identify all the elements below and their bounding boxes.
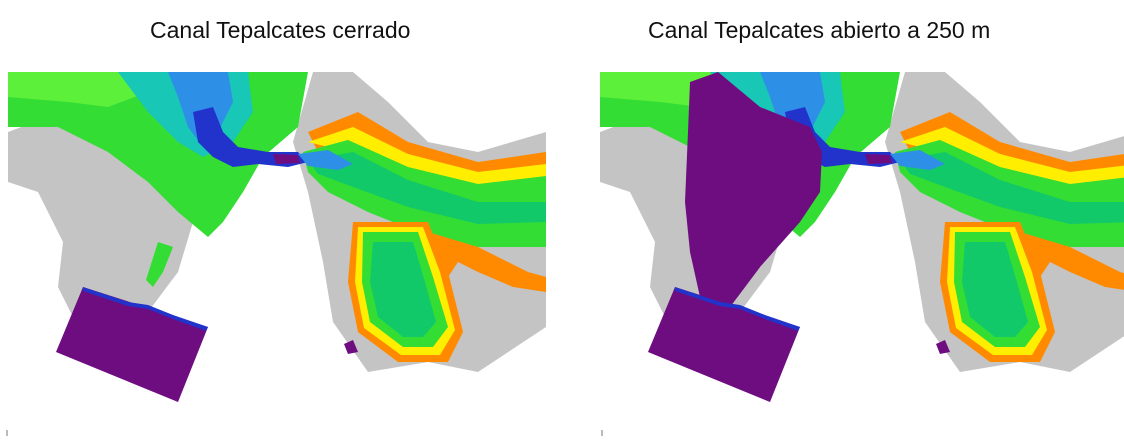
water-canal-basin-rim (675, 287, 800, 331)
water-east-orange-edge (308, 112, 546, 182)
water-orange-branch (428, 232, 546, 292)
water-east-yellow (900, 127, 1124, 192)
water-small-deep-spot (936, 340, 950, 354)
water-small-deep-spot (344, 340, 358, 354)
map-panel-canal-open (600, 72, 1124, 412)
water-east-blue (298, 150, 353, 170)
map-right-svg (600, 72, 1124, 402)
water-south-lagoon-teal (962, 242, 1028, 337)
map-left-svg (8, 72, 546, 402)
panel-title-left: Canal Tepalcates cerrado (150, 17, 411, 43)
water-south-lagoon-teal (370, 242, 436, 337)
water-east-yellow (308, 127, 546, 192)
water-deep-pocket (273, 154, 300, 164)
water-canal-open-deep (685, 72, 822, 327)
water-orange-branch (1020, 232, 1124, 290)
tick-mark-left (6, 430, 8, 436)
tick-mark-right (601, 430, 603, 436)
water-east-teal (900, 152, 1124, 224)
water-band-bright-green (8, 72, 148, 107)
map-panel-canal-closed (8, 72, 546, 412)
water-deep-pocket (865, 154, 892, 164)
water-canal-basin-rim (83, 287, 208, 331)
water-east-blue (890, 150, 945, 170)
water-east-teal (308, 152, 546, 224)
water-canal-strip (146, 242, 173, 287)
water-channel-blue (193, 107, 308, 167)
water-east-orange-edge (900, 112, 1124, 182)
panel-title-right: Canal Tepalcates abierto a 250 m (648, 17, 991, 43)
